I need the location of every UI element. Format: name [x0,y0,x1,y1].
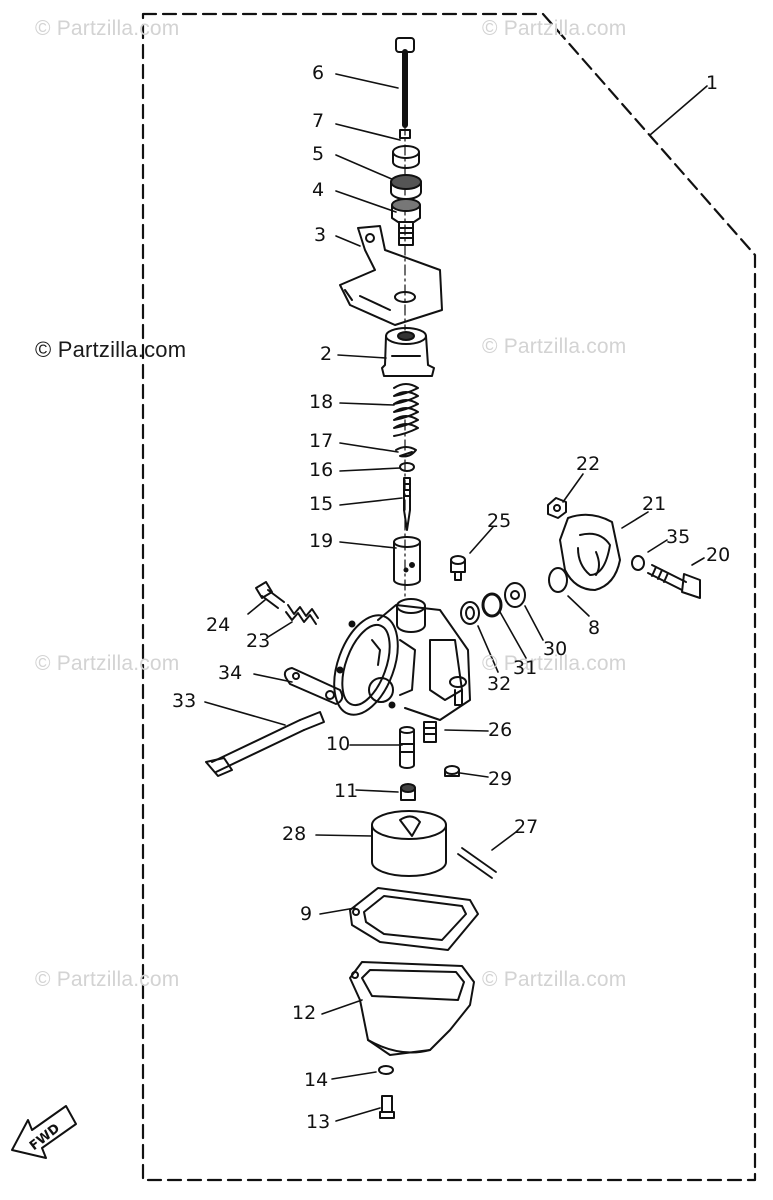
watermark: © Partzilla.com [35,652,180,675]
part-label: 24 [206,614,231,636]
part-label: 21 [642,493,667,515]
part-label: 5 [312,143,325,165]
part-25-screw [450,555,466,581]
part-19-throttle-valve [393,536,421,586]
part-label: 3 [314,224,327,246]
part-28-float [371,810,447,877]
part-15-needle [403,477,411,531]
part-21-choke-lever [559,513,621,591]
part-5-cap [392,145,420,169]
fwd-arrow-icon [11,1105,77,1159]
watermark: © Partzilla.com [482,968,627,991]
part-22-nut [547,497,567,519]
part-label: 12 [292,1002,317,1024]
part-label: 31 [513,657,538,679]
part-29-plug [444,765,460,777]
leader-lines [204,73,708,1122]
part-23-spring [285,604,319,625]
part-label: 16 [309,459,334,481]
part-31-washer [481,592,503,618]
part-17-clip [395,446,417,458]
part-label: 7 [312,110,325,132]
part-label: 20 [706,544,731,566]
watermark: © Partzilla.com [482,652,627,675]
part-13-drain-screw [379,1095,395,1119]
part-label: 30 [543,638,568,660]
part-12-float-bowl [349,961,475,1056]
watermark: © Partzilla.com [482,335,627,358]
part-16-washer [399,462,415,472]
part-label: 35 [666,526,691,548]
part-label: 29 [488,768,513,790]
part-18-spring [393,383,419,437]
part-label: 14 [304,1069,329,1091]
part-6-screw [395,37,415,128]
part-label: 8 [588,617,601,639]
part-34-plate [283,667,344,705]
part-20-bolt [647,564,701,599]
assembly-boundary [141,12,757,1182]
part-label: 33 [172,690,197,712]
part-3-bracket [339,225,443,326]
part-label: 22 [576,453,601,475]
part-label: 13 [306,1111,331,1133]
part-label: 19 [309,530,334,552]
part-7 [399,129,411,139]
part-label: 15 [309,493,334,515]
part-2-mixing-chamber-top [381,327,435,377]
part-30-nut [504,582,526,608]
part-label: 34 [218,662,243,684]
part-8-o-ring [548,567,568,593]
part-10-jet [399,726,415,769]
part-label: 28 [282,823,307,845]
part-label: 1 [706,72,719,94]
part-24-screw [255,581,285,609]
part-label: 2 [320,343,333,365]
part-label: 10 [326,733,351,755]
part-14-washer [378,1065,394,1075]
part-4-fitting [391,198,421,246]
part-33-throttle-shaft [205,711,325,777]
watermark: © Partzilla.com [35,968,180,991]
part-label: 26 [488,719,513,741]
part-label: 25 [487,510,512,532]
part-35-washer [631,555,645,571]
carburetor-body [333,598,471,721]
part-26-pilot-jet [423,721,437,743]
watermark: © Partzilla.com [35,337,187,362]
part-9-gasket [349,887,479,951]
watermark: © Partzilla.com [35,17,180,40]
part-label: 23 [246,630,271,652]
part-label: 6 [312,62,325,84]
part-4-nut [390,174,422,200]
part-27-pin [457,847,497,879]
part-label: 27 [514,816,539,838]
part-label: 11 [334,780,359,802]
watermark: © Partzilla.com [482,17,627,40]
part-32-washer [460,601,480,625]
part-11-main-jet [400,783,416,801]
part-label: 18 [309,391,334,413]
part-label: 32 [487,673,512,695]
part-label: 17 [309,430,334,452]
part-label: 4 [312,179,325,201]
part-label: 9 [300,903,313,925]
